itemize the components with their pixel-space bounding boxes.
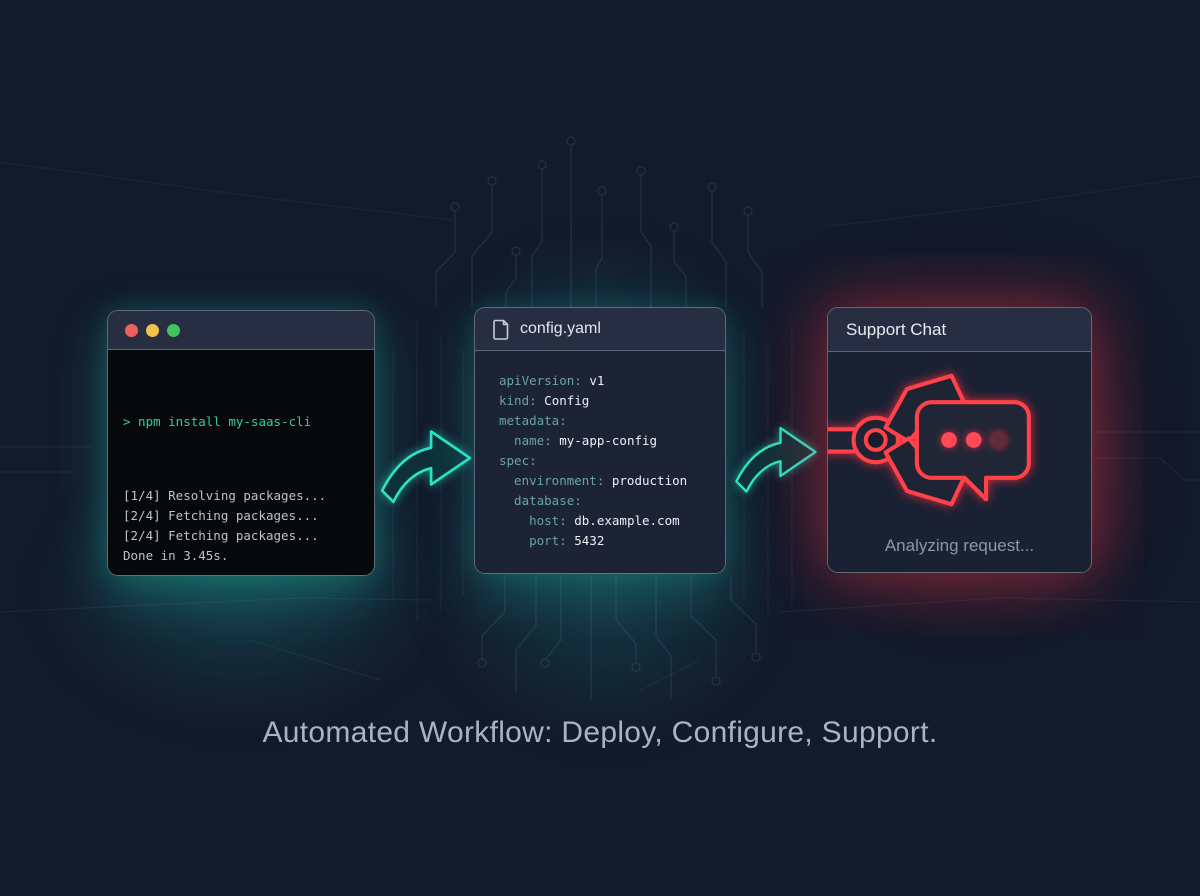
terminal-output-line: [1/4] Resolving packages... bbox=[123, 488, 327, 503]
close-window-button[interactable] bbox=[125, 323, 138, 337]
yaml-key: metadata: bbox=[499, 413, 567, 428]
yaml-line: spec: bbox=[499, 451, 725, 471]
config-filename: config.yaml bbox=[520, 320, 601, 337]
yaml-key: environment: bbox=[499, 473, 605, 488]
support-status-text: Analyzing request... bbox=[884, 536, 1035, 555]
support-chat-body[interactable]: Analyzing request... bbox=[828, 352, 1091, 572]
terminal-output-line: Done in 3.45s. bbox=[123, 548, 229, 563]
yaml-value: v1 bbox=[581, 373, 605, 388]
yaml-value: db.example.com bbox=[566, 513, 680, 528]
config-title-bar: config.yaml bbox=[475, 308, 725, 351]
yaml-key: port: bbox=[499, 533, 567, 548]
support-chat-title: Support Chat bbox=[846, 319, 947, 339]
minimize-window-button[interactable] bbox=[146, 323, 159, 337]
yaml-value: 5432 bbox=[566, 533, 605, 548]
yaml-line: metadata: bbox=[499, 411, 725, 431]
yaml-key: database: bbox=[499, 493, 582, 508]
workflow-arrow-deploy-to-configure bbox=[380, 430, 472, 504]
workflow-caption: Automated Workflow: Deploy, Configure, S… bbox=[262, 716, 938, 749]
yaml-line: environment: production bbox=[499, 471, 725, 491]
yaml-key: spec: bbox=[499, 453, 537, 468]
yaml-line: apiVersion: v1 bbox=[499, 371, 725, 391]
yaml-line: host: db.example.com bbox=[499, 511, 725, 531]
maximize-window-button[interactable] bbox=[167, 323, 180, 337]
terminal-output-line: [2/4] Fetching packages... bbox=[123, 528, 319, 543]
yaml-key: kind: bbox=[499, 393, 537, 408]
yaml-line: database: bbox=[499, 491, 725, 511]
terminal-output-line: [2/4] Fetching packages... bbox=[123, 508, 319, 523]
document-icon bbox=[493, 319, 509, 340]
robot-claw-chat-icon bbox=[828, 373, 1031, 507]
yaml-key: name: bbox=[499, 433, 552, 448]
yaml-key: host: bbox=[499, 513, 567, 528]
yaml-line: port: 5432 bbox=[499, 531, 725, 551]
terminal-body[interactable]: > npm install my-saas-cli [1/4] Resolvin… bbox=[108, 350, 374, 575]
yaml-key: apiVersion: bbox=[499, 373, 582, 388]
terminal-title-bar bbox=[108, 311, 374, 350]
yaml-value: production bbox=[604, 473, 688, 488]
workflow-arrow-configure-to-support bbox=[735, 426, 817, 493]
terminal-window: > npm install my-saas-cli [1/4] Resolvin… bbox=[107, 310, 375, 576]
yaml-line: kind: Config bbox=[499, 391, 725, 411]
terminal-command: > npm install my-saas-cli bbox=[123, 414, 312, 429]
support-title-bar: Support Chat bbox=[828, 308, 1091, 352]
terminal-output: [1/4] Resolving packages... [2/4] Fetchin… bbox=[123, 486, 359, 566]
support-chat-window: Support Chat Analyzing request... bbox=[827, 307, 1092, 573]
yaml-value: my-app-config bbox=[551, 433, 658, 448]
yaml-line: name: my-app-config bbox=[499, 431, 725, 451]
yaml-value: Config bbox=[536, 393, 590, 408]
